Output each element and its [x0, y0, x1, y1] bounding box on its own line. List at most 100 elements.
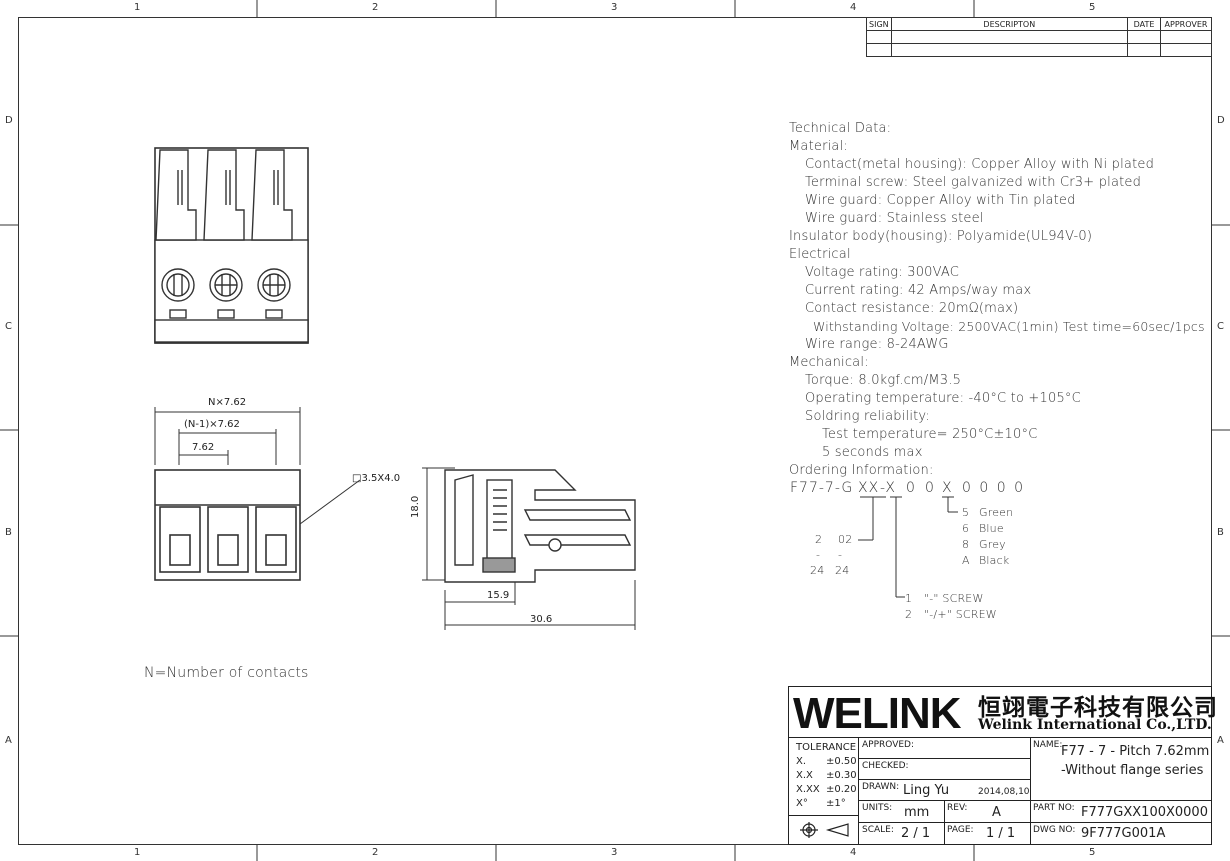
screw-code: 2: [905, 608, 913, 621]
zone-row-a-right: A: [1217, 735, 1224, 746]
page-label: PAGE:: [947, 825, 974, 835]
part-no-value: F777GXX100X0000: [1081, 805, 1208, 820]
tech-line: Insulator body(housing): Polyamide(UL94V…: [789, 229, 1093, 244]
company-name-en: Welink International Co.,LTD.: [978, 717, 1212, 733]
code-tail: 0 0 0 0: [962, 480, 1025, 496]
tech-line: Electrical: [789, 247, 851, 262]
color-name: Black: [979, 554, 1010, 567]
code-zero-2: 0: [925, 480, 935, 496]
dim-n1-pitch: (N-1)×7.62: [184, 419, 240, 430]
contacts-note: N=Number of contacts: [144, 665, 309, 681]
screw-code: 1: [905, 592, 913, 605]
screw-name: "-" SCREW: [924, 592, 984, 605]
drawn-label: DRAWN:: [862, 782, 900, 792]
page-value: 1 / 1: [986, 826, 1016, 841]
code-zero-1: 0: [906, 480, 916, 496]
zone-row-b: B: [5, 527, 12, 538]
zone-row-d-right: D: [1217, 115, 1225, 126]
rev-sign-header: SIGN: [866, 17, 892, 31]
color-code: 6: [962, 522, 970, 535]
tech-line: Technical Data:: [789, 121, 892, 136]
tech-line: Wire range: 8-24AWG: [805, 337, 949, 352]
zone-row-a: A: [5, 735, 12, 746]
name-line-2: -Without flange series: [1061, 763, 1204, 778]
ways-max-b: 24: [835, 564, 850, 577]
title-block: [788, 686, 1212, 845]
code-color: X: [942, 480, 952, 496]
name-label: NAME:: [1033, 740, 1063, 750]
company-name-cn: 恒翊電子科技有限公司: [978, 694, 1218, 721]
tech-line: Mechanical:: [789, 355, 869, 370]
zone-col-2-bottom: 2: [372, 847, 379, 858]
dim-square: □3.5X4.0: [352, 473, 401, 484]
tech-line: 5 seconds max: [822, 445, 923, 460]
dwg-no-label: DWG NO:: [1033, 825, 1076, 835]
zone-col-2: 2: [372, 2, 379, 13]
color-code: 8: [962, 538, 970, 551]
brand-logo: WELINK: [793, 689, 962, 738]
units-value: mm: [904, 805, 930, 820]
color-name: Grey: [979, 538, 1006, 551]
dim-depth1: 15.9: [487, 590, 510, 601]
tech-line: Torque: 8.0kgf.cm/M3.5: [805, 373, 962, 388]
name-line-1: F77 - 7 - Pitch 7.62mm: [1061, 744, 1210, 759]
rev-approver-header: APPROVER: [1160, 17, 1212, 31]
zone-row-d: D: [5, 115, 13, 126]
projection-symbol-icon: [800, 822, 849, 838]
scale-value: 2 / 1: [901, 826, 931, 841]
tech-line: Voltage rating: 300VAC: [805, 265, 960, 280]
dim-height: 18.0: [410, 495, 421, 518]
zone-col-4: 4: [850, 2, 857, 13]
tolerance-key: X.: [796, 756, 807, 767]
ways-dash-b: -: [838, 548, 843, 561]
zone-col-5-bottom: 5: [1089, 847, 1096, 858]
rev-date-header: DATE: [1127, 17, 1161, 31]
units-label: UNITS:: [862, 803, 893, 813]
tech-line: Material:: [789, 139, 848, 154]
color-code: A: [962, 554, 970, 567]
zone-col-3-bottom: 3: [611, 847, 618, 858]
rev-label: REV:: [947, 803, 968, 813]
bottom-view-drawing: [154, 407, 361, 581]
drawing-frame: [18, 17, 1212, 845]
tolerance-label: TOLERANCE: [796, 742, 857, 753]
zone-col-4-bottom: 4: [850, 847, 857, 858]
tech-line: Wire guard: Stainless steel: [805, 211, 984, 226]
tech-line: Withstanding Voltage: 2500VAC(1min) Test…: [813, 319, 1205, 334]
drawn-date: 2014,08,10: [978, 787, 1030, 797]
tolerance-value: ±0.50: [826, 756, 857, 767]
tolerance-value: ±0.20: [826, 784, 857, 795]
part-no-label: PART NO:: [1033, 803, 1075, 813]
tolerance-key: X.X: [796, 770, 813, 781]
dim-pitch: 7.62: [192, 442, 215, 453]
rev-value: A: [992, 805, 1001, 820]
front-view-drawing: [154, 147, 309, 344]
tech-line: Wire guard: Copper Alloy with Tin plated: [805, 193, 1076, 208]
revision-table: SIGN DESCRIPTON DATE APPROVER: [866, 17, 1212, 57]
ways-min-a: 2: [815, 533, 823, 546]
zone-col-5: 5: [1089, 2, 1096, 13]
drawn-by: Ling Yu: [903, 783, 950, 798]
approved-label: APPROVED:: [862, 740, 914, 750]
code-ways: XX: [858, 480, 880, 496]
code-screw: -X: [880, 480, 896, 496]
ways-min-b: 02: [838, 533, 853, 546]
zone-row-b-right: B: [1217, 527, 1224, 538]
color-name: Green: [979, 506, 1014, 519]
dwg-no-value: 9F777G001A: [1081, 826, 1166, 841]
tolerance-value: ±0.30: [826, 770, 857, 781]
tolerance-key: X°: [796, 798, 808, 809]
zone-row-c: C: [5, 321, 12, 332]
code-prefix: F77-7-G: [790, 480, 854, 496]
tech-line: Ordering Information:: [789, 463, 934, 478]
tech-line: Contact(metal housing): Copper Alloy wit…: [805, 157, 1155, 172]
side-view-drawing: [422, 467, 636, 630]
checked-label: CHECKED:: [862, 761, 909, 771]
scale-label: SCALE:: [862, 825, 894, 835]
tech-line: Contact resistance: 20mΩ(max): [805, 301, 1019, 316]
color-name: Blue: [979, 522, 1004, 535]
zone-col-1-bottom: 1: [134, 847, 141, 858]
tech-line: Soldring reliability:: [805, 409, 930, 424]
tech-line: Operating temperature: -40°C to +105°C: [805, 391, 1081, 406]
